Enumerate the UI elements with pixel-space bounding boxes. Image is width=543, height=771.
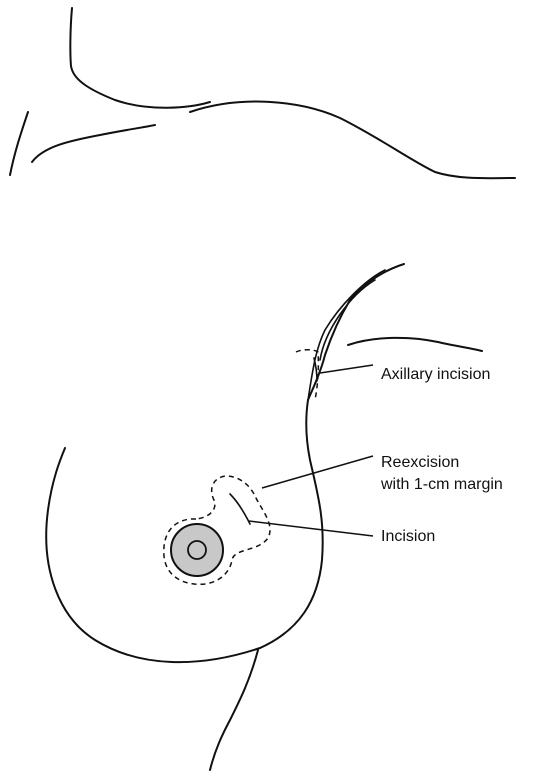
upper-torso-outline xyxy=(10,8,515,178)
reexcision-leader xyxy=(262,456,373,488)
reexcision-label-line2: with 1-cm margin xyxy=(380,476,503,493)
shoulder-line xyxy=(190,102,515,179)
nipple xyxy=(188,541,206,559)
breast-incision xyxy=(230,494,250,524)
underarm-line xyxy=(32,125,155,162)
neck-line xyxy=(70,8,210,108)
arm-upper-contour xyxy=(350,264,404,300)
arm-line-left xyxy=(10,112,28,175)
axillary-incision-label: Axillary incision xyxy=(381,366,490,383)
arm-lower-contour xyxy=(348,338,482,351)
nipple-areola-complex xyxy=(171,524,223,576)
axillary-incision xyxy=(314,358,317,381)
incision-leader xyxy=(249,521,373,536)
axillary-incision-leader xyxy=(320,365,373,373)
incision-label: Incision xyxy=(381,528,435,545)
lower-torso-contour xyxy=(210,650,258,770)
axilla-contour-2 xyxy=(308,270,385,400)
reexcision-label-line1: Reexcision xyxy=(381,454,459,471)
inframammary-contour xyxy=(46,448,260,662)
breast-outline xyxy=(46,264,482,770)
